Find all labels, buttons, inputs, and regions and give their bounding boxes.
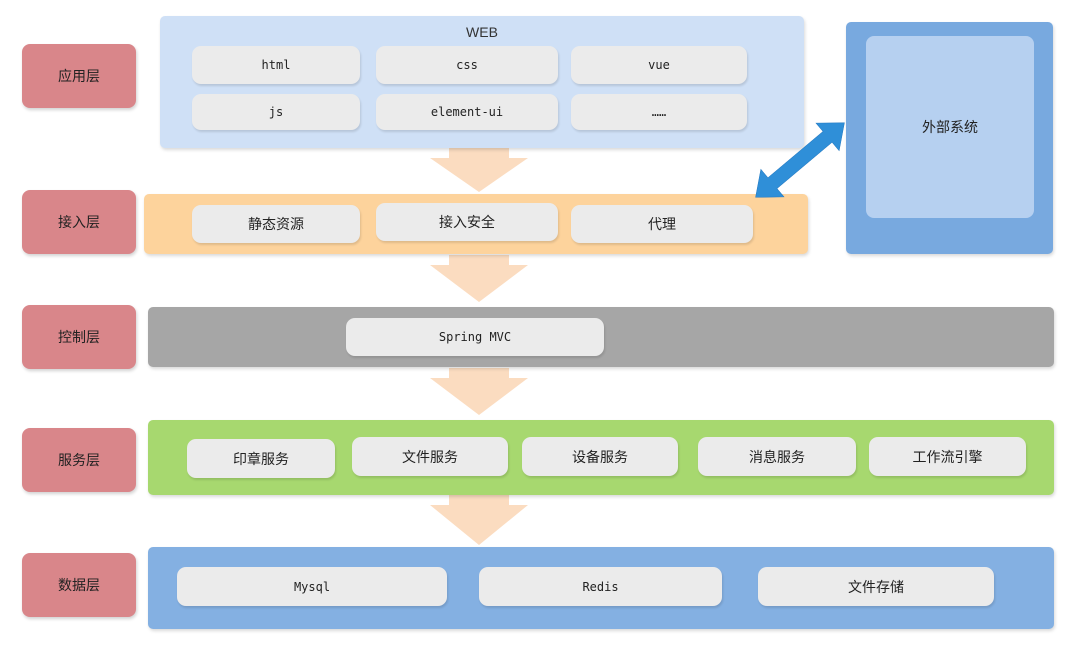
web-item: html [192, 46, 360, 84]
access-item: 代理 [571, 205, 753, 243]
external-system-title: 外部系统 [866, 36, 1034, 218]
down-arrow-icon [430, 368, 528, 415]
web-title: WEB [466, 24, 498, 40]
bidirectional-arrow-icon [755, 122, 845, 198]
layer-label-data: 数据层 [22, 553, 136, 617]
service-item: 文件服务 [352, 437, 508, 476]
web-item: css [376, 46, 558, 84]
control-item: Spring MVC [346, 318, 604, 356]
web-item: vue [571, 46, 747, 84]
data-item: Mysql [177, 567, 447, 606]
layer-label-access: 接入层 [22, 190, 136, 254]
access-item: 静态资源 [192, 205, 360, 243]
data-item: Redis [479, 567, 722, 606]
web-item: js [192, 94, 360, 130]
down-arrow-icon [430, 255, 528, 302]
layer-label-app: 应用层 [22, 44, 136, 108]
service-item: 工作流引擎 [869, 437, 1026, 476]
layer-label-service: 服务层 [22, 428, 136, 492]
data-item: 文件存储 [758, 567, 994, 606]
service-item: 消息服务 [698, 437, 856, 476]
service-item: 印章服务 [187, 439, 335, 478]
down-arrow-icon [430, 148, 528, 192]
layer-label-control: 控制层 [22, 305, 136, 369]
service-item: 设备服务 [522, 437, 678, 476]
web-item: …… [571, 94, 747, 130]
web-item: element-ui [376, 94, 558, 130]
access-item: 接入安全 [376, 203, 558, 241]
down-arrow-icon [430, 495, 528, 545]
